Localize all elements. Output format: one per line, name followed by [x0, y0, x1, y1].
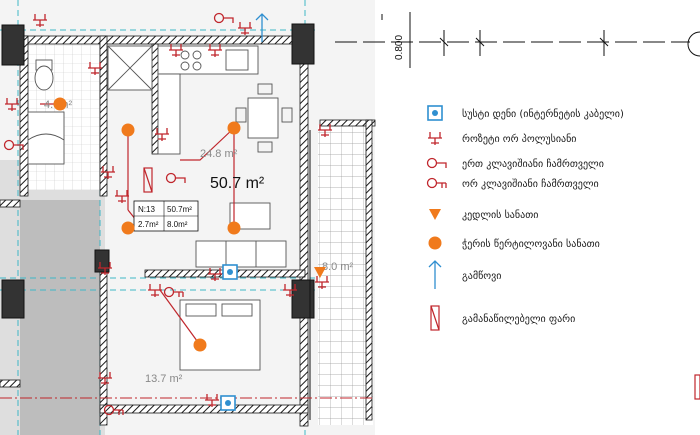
- balcony-area: 8.0 m²: [322, 261, 354, 273]
- low-current-socket-icon: [222, 264, 238, 280]
- dimension-label: 0.800: [394, 35, 405, 60]
- low-current-socket-icon: [220, 395, 236, 411]
- wall-lamp-icon: [314, 267, 326, 278]
- double-pole-socket-icon: [315, 276, 329, 289]
- double-pole-socket-icon: [318, 124, 332, 137]
- bedroom-area: 13.7 m²: [145, 373, 183, 385]
- double-pole-socket-icon: [169, 44, 183, 57]
- double-pole-socket-icon: [428, 132, 442, 145]
- double-key-switch-icon: [426, 177, 447, 189]
- double-pole-socket-icon: [205, 394, 219, 407]
- ceiling-lamp-icon: [428, 236, 442, 250]
- double-pole-socket-icon: [208, 44, 222, 57]
- plan-symbols: [3, 12, 332, 416]
- ceiling-lamp-icon: [227, 221, 241, 235]
- legend-item: ორ კლავიშიანი ჩამრთველი: [426, 177, 599, 190]
- legend-label: როზეტი ორ პოლუსიანი: [462, 133, 577, 145]
- double-pole-socket-icon: [33, 14, 47, 27]
- ceiling-lamp-icon: [227, 121, 241, 135]
- legend-item: როზეტი ორ პოლუსიანი: [428, 132, 577, 145]
- legend-label: ერთ კლავიშიანი ჩამრთველი: [462, 158, 604, 170]
- legend-label: ჭერის წერტილოვანი სანათი: [462, 238, 600, 250]
- distribution-panel-icon: [143, 167, 153, 193]
- ceiling-lamp-icon: [193, 338, 207, 352]
- double-pole-socket-icon: [98, 372, 112, 385]
- single-key-switch-icon: [213, 12, 234, 24]
- ceiling-lamp-icon: [121, 221, 135, 235]
- svg-text:N:13: N:13: [138, 205, 155, 214]
- legend-label: სუსტი დენი (ინტერნეტის კაბელი): [462, 108, 624, 120]
- wall-lamp-icon: [429, 209, 441, 220]
- svg-text:8.0m²: 8.0m²: [167, 220, 188, 229]
- legend-item: ერთ კლავიშიანი ჩამრთველი: [426, 157, 604, 170]
- legend-label: გამწოვი: [462, 270, 501, 282]
- dimension-area: [335, 12, 700, 68]
- legend-label: კედლის სანათი: [462, 209, 538, 221]
- kitchen-area: 24.8 m²: [200, 148, 238, 160]
- double-pole-socket-icon: [283, 284, 297, 297]
- distribution-panel-icon: [430, 305, 440, 331]
- svg-text:2.7m²: 2.7m²: [138, 220, 159, 229]
- exhaust-icon: [255, 13, 269, 42]
- balcony-floor: [318, 125, 373, 425]
- legend-item: გამწოვი: [428, 260, 501, 289]
- double-pole-socket-icon: [98, 262, 112, 275]
- legend-item: კედლის სანათი: [429, 209, 538, 221]
- double-pole-socket-icon: [5, 98, 19, 111]
- ceiling-lamp-icon: [53, 97, 67, 111]
- ceiling-lamp-icon: [121, 123, 135, 137]
- edge-marker: [694, 374, 700, 400]
- legend-item: გამანაწილებელი ფარი: [430, 305, 575, 331]
- corridor-fill: [20, 200, 100, 435]
- double-key-switch-icon: [103, 404, 124, 416]
- legend-label: გამანაწილებელი ფარი: [462, 313, 575, 325]
- double-pole-socket-icon: [208, 268, 222, 281]
- legend-item: სუსტი დენი (ინტერნეტის კაბელი): [427, 105, 624, 121]
- low-current-socket-icon: [427, 105, 443, 121]
- double-pole-socket-icon: [148, 284, 162, 297]
- double-pole-socket-icon: [115, 190, 129, 203]
- single-key-switch-icon: [165, 172, 186, 184]
- single-key-switch-icon: [426, 157, 447, 169]
- double-pole-socket-icon: [155, 128, 169, 141]
- double-pole-socket-icon: [101, 166, 115, 179]
- legend: სუსტი დენი (ინტერნეტის კაბელი) როზეტი ორ …: [426, 105, 624, 331]
- double-pole-socket-icon: [88, 62, 102, 75]
- legend-item: ჭერის წერტილოვანი სანათი: [428, 236, 600, 250]
- single-key-switch-icon: [3, 139, 24, 151]
- svg-text:50.7m²: 50.7m²: [167, 205, 192, 214]
- total-area: 50.7 m²: [210, 175, 265, 192]
- legend-label: ორ კლავიშიანი ჩამრთველი: [462, 178, 599, 190]
- double-key-switch-icon: [163, 286, 184, 298]
- double-pole-socket-icon: [238, 22, 252, 35]
- exhaust-icon: [428, 260, 442, 289]
- columns: [1, 23, 315, 319]
- apartment-info-table: N:13 50.7m² 2.7m² 8.0m²: [133, 200, 199, 232]
